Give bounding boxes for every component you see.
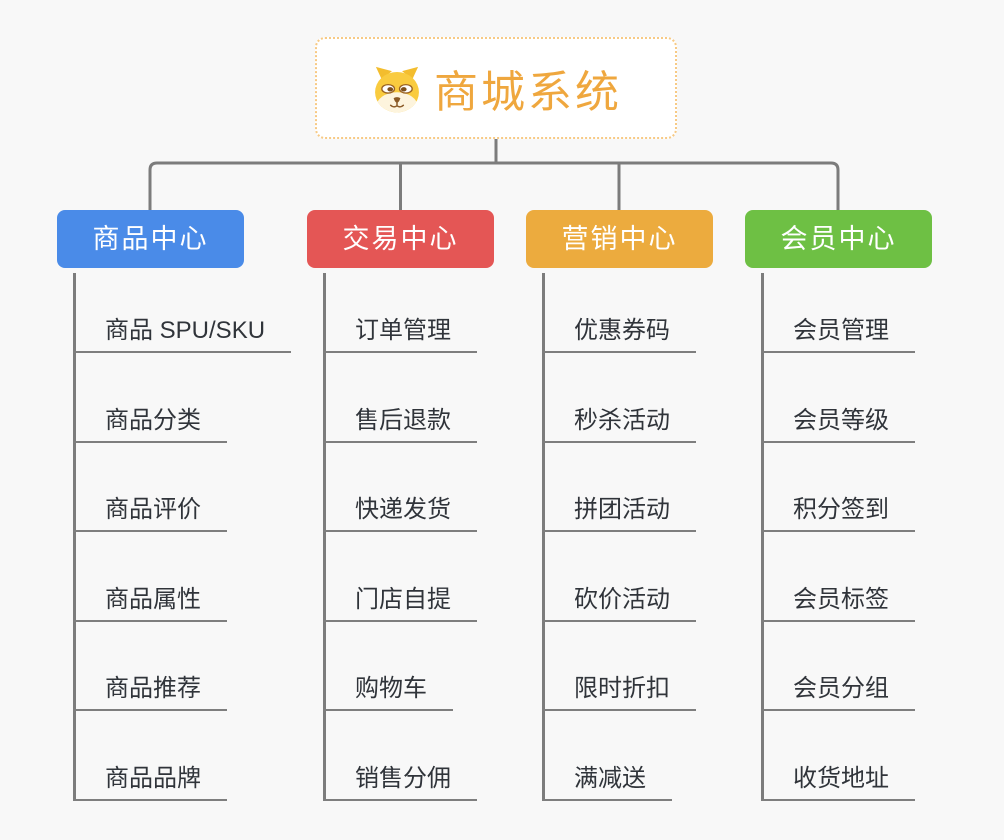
leaf-node[interactable]: 商品评价: [73, 496, 227, 532]
leaf-node[interactable]: 收货地址: [761, 765, 915, 801]
branch-rail-line: [148, 161, 840, 210]
branch-header-4[interactable]: 会员中心: [745, 210, 932, 268]
leaf-node[interactable]: 销售分佣: [323, 765, 477, 801]
leaf-node[interactable]: 售后退款: [323, 407, 477, 443]
branch-header-1[interactable]: 商品中心: [57, 210, 244, 268]
leaf-node[interactable]: 优惠券码: [542, 317, 696, 353]
leaf-node[interactable]: 商品属性: [73, 586, 227, 622]
root-node[interactable]: 商城系统: [315, 37, 677, 139]
leaf-node[interactable]: 会员等级: [761, 407, 915, 443]
leaf-node[interactable]: 会员管理: [761, 317, 915, 353]
leaf-node[interactable]: 快递发货: [323, 496, 477, 532]
branch-trunk-line: [323, 273, 326, 801]
leaf-node[interactable]: 积分签到: [761, 496, 915, 532]
branch-header-2[interactable]: 交易中心: [307, 210, 494, 268]
leaf-node[interactable]: 门店自提: [323, 586, 477, 622]
leaf-node[interactable]: 限时折扣: [542, 675, 696, 711]
leaf-node[interactable]: 会员标签: [761, 586, 915, 622]
branch-trunk-line: [542, 273, 545, 801]
leaf-node[interactable]: 商品 SPU/SKU: [73, 317, 292, 353]
branch-header-3[interactable]: 营销中心: [526, 210, 713, 268]
leaf-node[interactable]: 会员分组: [761, 675, 915, 711]
leaf-node[interactable]: 购物车: [323, 675, 453, 711]
leaf-node[interactable]: 秒杀活动: [542, 407, 696, 443]
branch-trunk-line: [73, 273, 76, 801]
leaf-node[interactable]: 满减送: [542, 765, 672, 801]
leaf-node[interactable]: 商品品牌: [73, 765, 227, 801]
leaf-node[interactable]: 拼团活动: [542, 496, 696, 532]
root-title: 商城系统: [434, 68, 622, 117]
dog-face-icon: [370, 61, 424, 115]
branch-trunk-line: [761, 273, 764, 801]
leaf-node[interactable]: 砍价活动: [542, 586, 696, 622]
leaf-node[interactable]: 商品分类: [73, 407, 227, 443]
leaf-node[interactable]: 商品推荐: [73, 675, 227, 711]
leaf-node[interactable]: 订单管理: [323, 317, 477, 353]
